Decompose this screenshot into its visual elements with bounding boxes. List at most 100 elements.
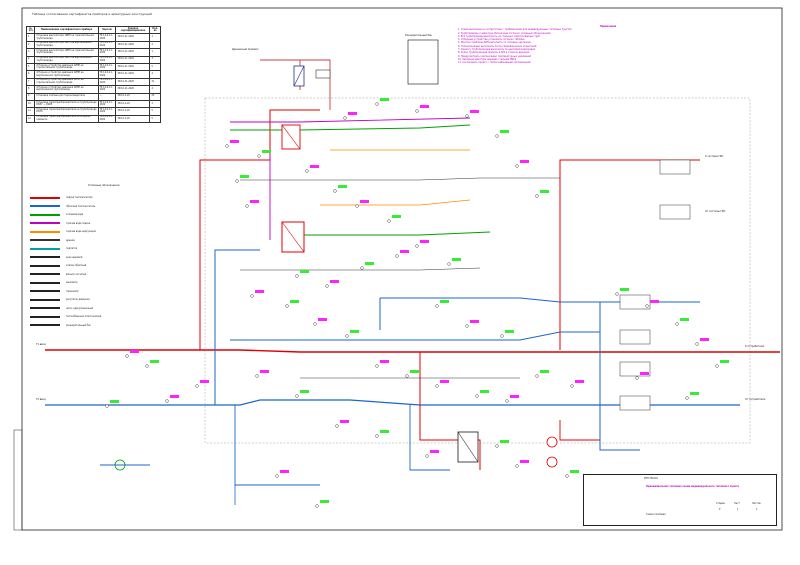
table-cell: ЗКЗ-0-11-2020 bbox=[115, 55, 151, 64]
cold-water-branch bbox=[300, 231, 491, 236]
instrument-tag bbox=[320, 500, 329, 503]
header-cell: Чертеж bbox=[97, 25, 117, 35]
valve-icon bbox=[535, 194, 539, 198]
instrument-tag bbox=[310, 165, 319, 168]
valve-icon bbox=[305, 169, 309, 173]
valve-icon bbox=[565, 474, 569, 478]
legend-label: фильтр сетчатый bbox=[66, 272, 87, 276]
valve-icon bbox=[235, 179, 239, 183]
legend-item: клапан обратный bbox=[30, 264, 86, 270]
instrument-tag bbox=[510, 395, 519, 398]
stamp-sheets-label: Листов bbox=[752, 502, 761, 505]
instrument-tag bbox=[110, 400, 119, 403]
legend-item: горячая вода циркуляция bbox=[30, 230, 96, 236]
note-line: 3. Все трубопроводы выполнить из стальны… bbox=[458, 34, 540, 38]
table-cell: 4 bbox=[149, 70, 161, 79]
legend-item: манометр bbox=[30, 281, 77, 287]
valve-icon bbox=[325, 284, 329, 288]
table-cell: ЗКЗ-0-11-2020 bbox=[115, 77, 151, 87]
return-riser-left bbox=[214, 249, 260, 405]
instrument-tag bbox=[260, 370, 269, 373]
valve-icon bbox=[125, 354, 129, 358]
instrument-tags bbox=[105, 98, 729, 508]
instrument-tag bbox=[430, 450, 439, 453]
instrument-tag bbox=[240, 175, 249, 178]
instrument-tag bbox=[365, 262, 374, 265]
table-cell: ТК 14-0-11-2020 bbox=[97, 99, 117, 109]
valve-icon bbox=[435, 304, 439, 308]
note-line: 11. Согласовать проект с теплоснабжающей… bbox=[458, 61, 531, 65]
table-cell: ТК 14-0-11-2020 bbox=[97, 70, 117, 79]
table-cell: 3 bbox=[149, 55, 161, 64]
supply-riser-right bbox=[559, 159, 700, 350]
instrument-tag bbox=[540, 370, 549, 373]
legend-item: насос циркуляционный bbox=[30, 307, 93, 313]
instrument-tag bbox=[348, 112, 357, 115]
legend-label: обратный теплоноситель bbox=[66, 204, 96, 208]
table-cell: 5 bbox=[149, 62, 161, 72]
legend-swatch bbox=[30, 281, 60, 284]
instrument-tag bbox=[392, 215, 401, 218]
consumer-box-6 bbox=[619, 395, 651, 411]
note-line: 10. Запорная арматура шаровая стальная P… bbox=[458, 57, 517, 61]
header-cell: Наименование сертификатного прибора bbox=[34, 25, 99, 35]
table-cell: ЗКЗ-0-1-20 bbox=[115, 107, 151, 116]
side-stamp bbox=[13, 429, 23, 531]
label-drain-pit: Дренажный приямок bbox=[232, 48, 259, 51]
table-cell: Установка термопреобразователя на трубоп… bbox=[34, 99, 99, 109]
instrument-tag bbox=[452, 258, 461, 261]
instrument-tag bbox=[200, 380, 209, 383]
legend-swatch bbox=[30, 273, 60, 275]
table-cell: ТК 14-0-11-2020 bbox=[97, 62, 117, 72]
instrument-tag bbox=[575, 380, 584, 383]
instrument-tag bbox=[340, 420, 349, 423]
valve-icon bbox=[345, 334, 349, 338]
instrument-tag bbox=[520, 460, 529, 463]
instrument-tag bbox=[480, 390, 489, 393]
valve-icon bbox=[257, 154, 261, 158]
legend-swatch bbox=[30, 307, 60, 309]
instrument-tag bbox=[640, 372, 649, 375]
notes-block: Примечания 1. Схема выполнена в соответс… bbox=[458, 25, 758, 65]
circ-pipe bbox=[320, 199, 471, 206]
table-cell: Установка вентилятора 1ИПП на вертикальн… bbox=[34, 55, 99, 64]
note-line: 5. Монтаж приборов КИП выполнить по типо… bbox=[458, 41, 531, 45]
valve-icon bbox=[465, 324, 469, 328]
return-bottom bbox=[234, 405, 320, 486]
legend-label: холодная вода bbox=[66, 213, 84, 216]
legend-item: горячая вода подача bbox=[30, 222, 90, 228]
legend-label: теплообменник пластинчатый bbox=[66, 315, 102, 318]
instrument-tag bbox=[290, 300, 299, 303]
legend-label: клапан обратный bbox=[66, 264, 87, 267]
table-cell: — bbox=[97, 92, 117, 101]
stamp-stage-label: Стадия bbox=[716, 502, 725, 505]
instrument-tag bbox=[410, 370, 419, 373]
legend-swatch bbox=[30, 324, 60, 326]
table-cell: ТК 14-0-11-2020 bbox=[97, 55, 117, 64]
table-cell: ТК 14-0-11-2020 bbox=[97, 77, 117, 87]
legend-swatch bbox=[30, 230, 60, 233]
consumer-box-3 bbox=[619, 294, 651, 310]
valve-icon bbox=[375, 434, 379, 438]
label-return: Т2 ввод bbox=[36, 398, 46, 401]
instrument-tag bbox=[700, 338, 709, 341]
table-cell: ЗКЗ-0-1-20 bbox=[115, 99, 151, 109]
instrument-tag bbox=[650, 300, 659, 303]
legend-swatch bbox=[30, 196, 60, 199]
valve-icon bbox=[245, 204, 249, 208]
legend-item: подпитка bbox=[30, 247, 77, 253]
valve-icon bbox=[343, 116, 347, 120]
legend-swatch bbox=[30, 315, 60, 318]
valve-icon bbox=[615, 292, 619, 296]
stamp-org: ИТП-ТВ-001 bbox=[644, 477, 658, 480]
instrument-tag bbox=[520, 160, 529, 163]
legend-item: кран шаровой bbox=[30, 256, 82, 262]
table-cell: 21 bbox=[149, 77, 161, 87]
instrument-tag bbox=[500, 440, 509, 443]
table-cell: ЗКЗ-0-11-2020 bbox=[115, 85, 151, 94]
